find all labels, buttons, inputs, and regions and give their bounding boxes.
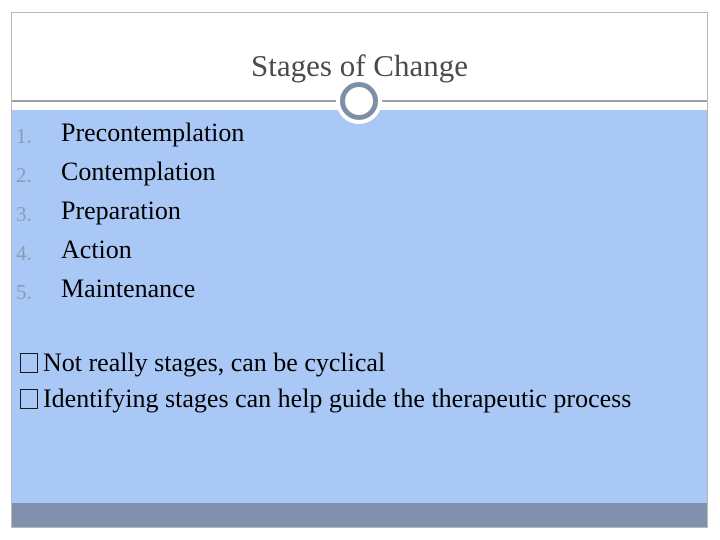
note-text: Identifying stages can help guide the th… — [43, 384, 632, 413]
slide: Stages of Change — [11, 12, 708, 528]
note-item: Identifying stages can help guide the th… — [20, 381, 680, 417]
ring-icon — [340, 82, 378, 120]
notes-list: Not really stages, can be cyclical Ident… — [20, 345, 680, 417]
stage-label: Contemplation — [61, 157, 216, 186]
stage-number: 5. — [16, 280, 32, 304]
stage-label: Precontemplation — [61, 118, 245, 147]
stage-number: 4. — [16, 241, 32, 265]
hollow-square-bullet-icon — [20, 389, 38, 409]
stage-label: Action — [61, 235, 132, 264]
content-panel — [12, 110, 707, 503]
stage-number: 1. — [16, 124, 32, 148]
hollow-square-bullet-icon — [20, 353, 38, 373]
slide-title: Stages of Change — [251, 48, 468, 83]
stage-number: 2. — [16, 163, 32, 187]
footer-bar — [12, 503, 707, 527]
note-text: Not really stages, can be cyclical — [43, 348, 386, 377]
note-item: Not really stages, can be cyclical — [20, 345, 680, 381]
stage-label: Preparation — [61, 196, 181, 225]
stage-label: Maintenance — [61, 274, 196, 303]
stage-number: 3. — [16, 202, 32, 226]
